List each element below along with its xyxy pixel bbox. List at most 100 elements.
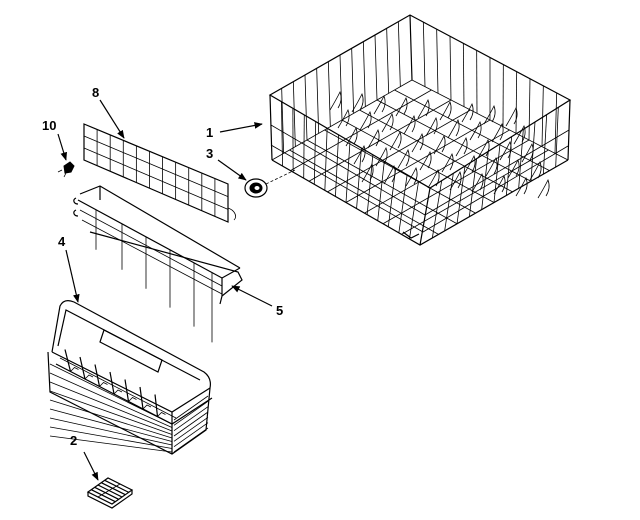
basket-side-wires <box>49 363 209 453</box>
wire-line <box>431 180 443 238</box>
wire-path <box>142 404 152 410</box>
silverware-basket <box>47 300 213 455</box>
wire-path <box>99 382 108 387</box>
wire-line <box>554 92 558 154</box>
wire-path <box>447 119 460 139</box>
wire-line <box>49 435 173 453</box>
wire-line <box>341 119 495 203</box>
wire-path <box>485 157 498 177</box>
callout-10: 10 <box>42 118 56 133</box>
wire-line <box>376 99 532 182</box>
shelf-rack-drops <box>95 209 213 343</box>
wire-line <box>515 71 518 134</box>
rack-back-wires <box>271 21 569 235</box>
leader-5 <box>231 285 273 307</box>
wire-line <box>173 406 209 431</box>
wire-line <box>528 78 531 141</box>
wire-line <box>339 54 343 121</box>
leader-4 <box>65 249 80 303</box>
wire-path <box>359 111 372 131</box>
wire-path <box>515 177 528 197</box>
wire-path <box>491 123 504 143</box>
wire-line <box>456 165 466 224</box>
wire-path <box>483 105 496 125</box>
wire-path <box>361 163 374 183</box>
wire-path <box>469 121 482 141</box>
callout-leaders <box>57 99 273 481</box>
wire-path <box>455 137 468 157</box>
wire-line <box>94 486 119 500</box>
wire-line <box>173 422 209 447</box>
wire-path <box>70 367 79 372</box>
wire-path <box>471 173 484 193</box>
wire-line <box>49 363 173 425</box>
wire-line <box>124 379 130 402</box>
wire-line <box>49 399 173 439</box>
wire-line <box>436 29 439 94</box>
wire-line <box>79 356 86 380</box>
wire-path <box>419 151 432 171</box>
wire-line <box>91 489 116 503</box>
wire-line <box>313 121 317 185</box>
wire-line <box>327 61 331 127</box>
wire-path <box>521 143 534 163</box>
wire-line <box>154 394 159 417</box>
wire-path <box>417 99 430 119</box>
wire-path <box>373 95 386 115</box>
wire-line <box>97 483 121 498</box>
wire-line <box>398 174 408 233</box>
wire-line <box>173 411 209 437</box>
shelf-wire-rack <box>73 185 243 343</box>
wire-line <box>49 426 173 449</box>
wire-line <box>173 417 209 442</box>
wire-line <box>382 139 530 225</box>
wire-path <box>477 139 490 159</box>
rack-front-right-wires <box>431 107 559 238</box>
wire-line <box>377 161 385 221</box>
wire-path <box>157 412 166 417</box>
lower-dish-rack <box>268 14 572 246</box>
wire-path <box>383 165 396 185</box>
wire-line <box>173 401 209 426</box>
wire-line <box>173 395 209 421</box>
wire-path <box>529 161 542 181</box>
leader-2 <box>83 451 99 481</box>
wire-line <box>362 41 366 107</box>
wire-path <box>461 103 474 123</box>
wire-line <box>49 417 173 446</box>
wire-line <box>345 141 351 203</box>
wire-path <box>351 93 364 113</box>
wire-path <box>367 129 380 149</box>
wire-path <box>537 179 550 199</box>
wire-path <box>433 135 446 155</box>
wire-path <box>513 125 526 145</box>
wire-line <box>468 158 478 217</box>
wire-path <box>381 113 394 133</box>
wire-path <box>395 97 408 117</box>
wire-path <box>425 117 438 137</box>
wire-path <box>128 397 137 402</box>
callout-2: 2 <box>70 433 77 448</box>
rack-wheel <box>244 169 296 198</box>
leader-1 <box>219 122 263 133</box>
callout-4: 4 <box>58 234 66 249</box>
wire-path <box>463 155 476 175</box>
callout-3: 3 <box>206 146 213 161</box>
wire-line <box>374 34 378 101</box>
shield-clip <box>57 161 75 178</box>
wire-line <box>303 114 305 179</box>
wire-path <box>329 91 342 111</box>
wire-path <box>345 127 358 147</box>
wire-path <box>441 153 454 173</box>
wire-path <box>375 147 388 167</box>
wire-line <box>49 372 173 428</box>
silverware-insert-cover <box>86 477 134 509</box>
wire-path <box>411 133 424 153</box>
wire-line <box>444 173 454 231</box>
wire-line <box>541 85 544 147</box>
wire-path <box>427 169 440 189</box>
wire-line <box>401 149 549 235</box>
basket-compartments <box>59 349 177 419</box>
wire-line <box>351 48 355 114</box>
